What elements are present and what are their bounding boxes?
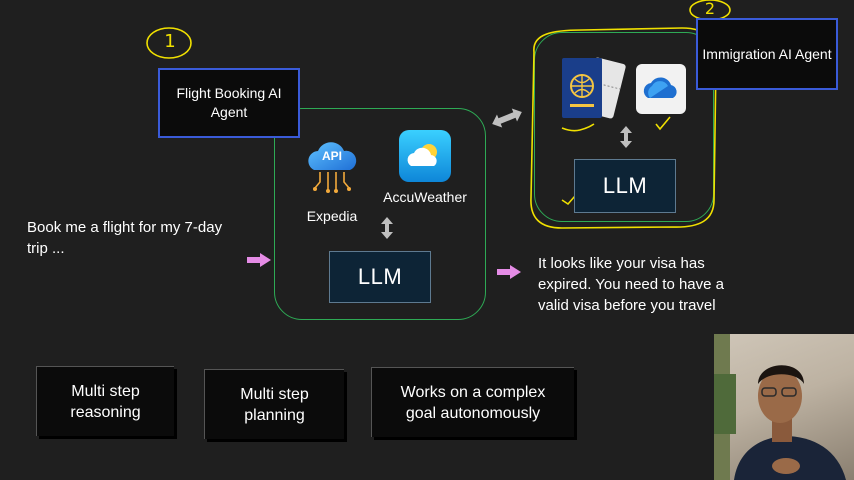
weather-cloud-sun-icon (399, 130, 451, 182)
feature-autonomous-goal-text: Works on a complex goal autonomously (400, 383, 546, 422)
feature-multi-step-reasoning: Multi step reasoning (36, 366, 174, 436)
cloud-storage-icon (636, 64, 686, 114)
annotation-number-one: 1 (164, 31, 176, 52)
immigration-tools-llm-arrow (620, 126, 632, 148)
passport-ticket-icon (562, 57, 626, 119)
agent-response-text: It looks like your visa has expired. You… (538, 255, 724, 314)
user-prompt-text: Book me a flight for my 7-day trip ... (27, 219, 223, 257)
annotation-number-two: 2 (704, 0, 716, 18)
immigration-agent-llm-text: LLM (602, 173, 648, 198)
input-arrow (247, 253, 271, 267)
output-arrow (497, 265, 521, 279)
feature-multi-step-planning: Multi step planning (204, 369, 344, 439)
accuweather-tool-label: AccuWeather (383, 189, 467, 205)
api-cloud-icon (308, 142, 357, 193)
immigration-agent-group (534, 32, 714, 222)
flight-agent-label-text: Flight Booking AI Agent (176, 85, 282, 120)
flight-agent-llm-text: LLM (357, 264, 403, 289)
feature-autonomous-goal: Works on a complex goal autonomously (371, 367, 574, 437)
flight-agent-group (274, 108, 486, 320)
annotation-circle-one (146, 27, 192, 59)
annotation-highlight-outline (530, 27, 717, 229)
feature-multi-step-reasoning-text: Multi step reasoning (70, 382, 141, 421)
feature-multi-step-planning-text: Multi step planning (240, 385, 309, 424)
api-badge-text: API (321, 149, 342, 163)
agent-to-agent-arrow (492, 108, 522, 128)
presenter-webcam-inset (714, 334, 854, 480)
immigration-agent-llm: LLM (574, 159, 676, 213)
immigration-agent-label: Immigration AI Agent (696, 18, 838, 90)
flight-agent-label: Flight Booking AI Agent (158, 68, 300, 138)
immigration-agent-label-text: Immigration AI Agent (702, 45, 832, 62)
tools-llm-arrow (381, 217, 393, 239)
presenter-silhouette (714, 334, 846, 480)
flight-agent-llm: LLM (329, 251, 431, 303)
expedia-tool-label: Expedia (306, 208, 358, 224)
